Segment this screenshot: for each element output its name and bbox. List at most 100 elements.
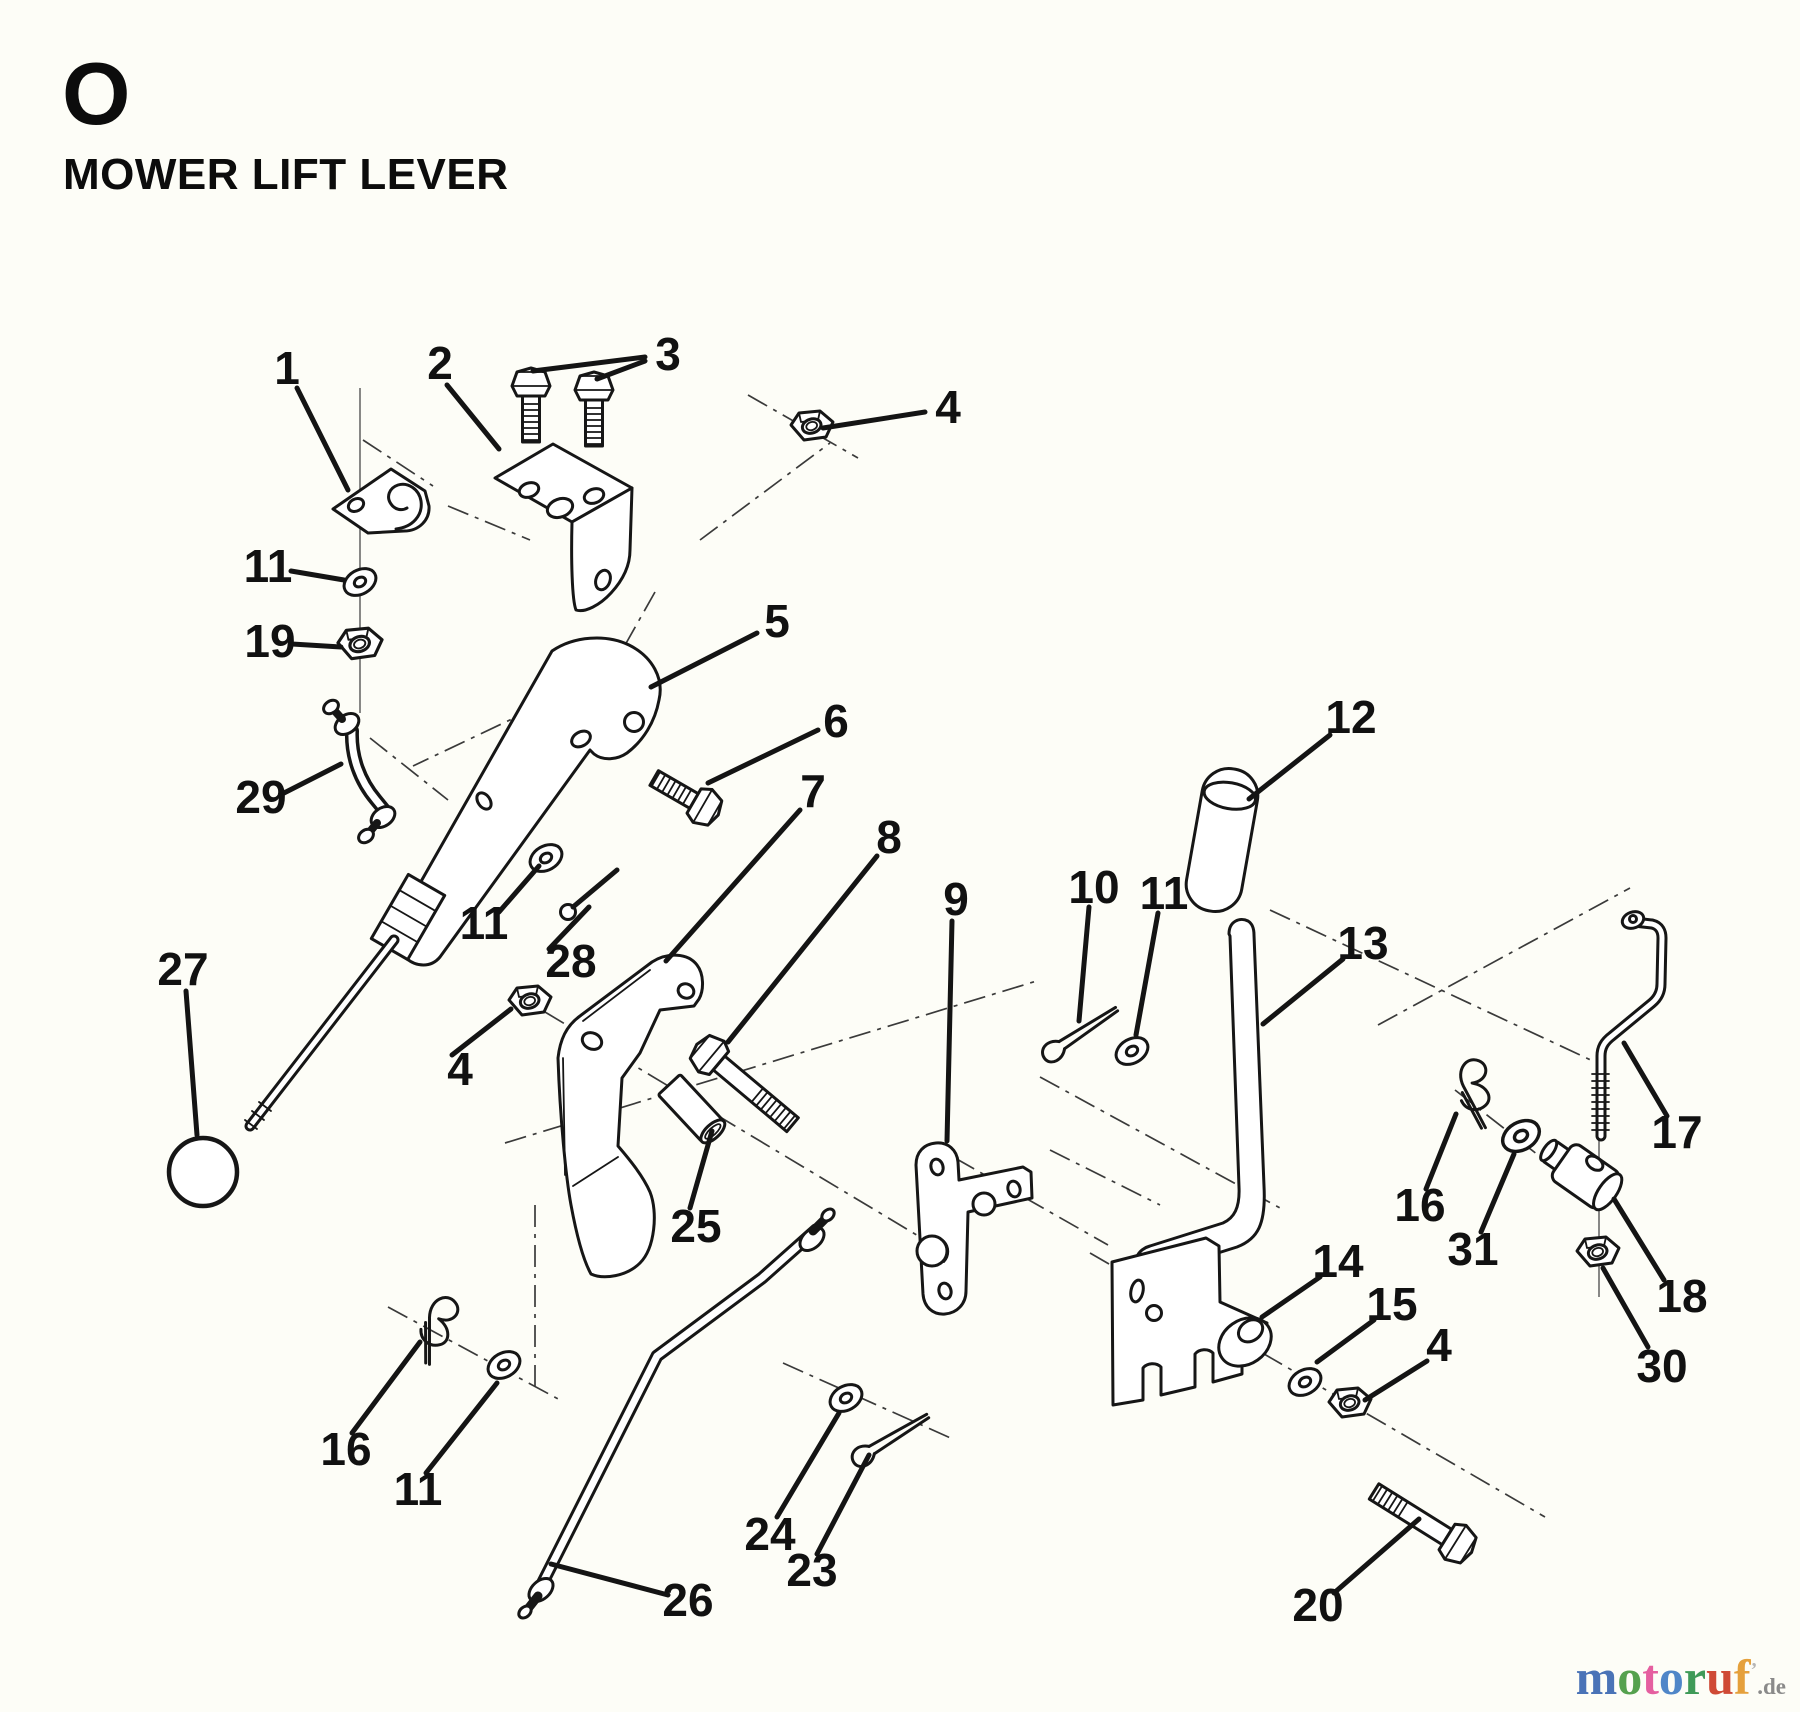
leader-line-20: [1331, 1516, 1422, 1596]
leader-line-12: [1246, 732, 1333, 802]
part-5-lift-lever: [244, 636, 662, 1132]
leader-line-11: [1133, 910, 1161, 1038]
watermark-text: motoruf: [1576, 1649, 1751, 1705]
leader-line-9: [944, 918, 955, 1144]
callout-4: 4: [935, 381, 961, 433]
callout-5: 5: [764, 595, 790, 647]
leader-line-23: [814, 1452, 872, 1557]
leader-line-11: [288, 568, 347, 583]
callout-15: 15: [1366, 1278, 1417, 1330]
callout-29: 29: [235, 771, 286, 823]
leader-line-7: [663, 807, 803, 964]
leader-line-19: [289, 641, 344, 650]
part-27-knob: [166, 1135, 240, 1209]
leader-line-3: [530, 354, 648, 374]
callout-11: 11: [460, 897, 509, 949]
callout-10: 10: [1068, 861, 1119, 913]
leader-line-30: [1600, 1265, 1651, 1350]
part-6-hex-bolt: [643, 760, 730, 833]
callout-19: 19: [244, 615, 295, 667]
callout-12: 12: [1325, 691, 1376, 743]
watermark-letter: u: [1706, 1649, 1734, 1705]
callout-31: 31: [1447, 1223, 1498, 1275]
leader-line-15: [1314, 1317, 1377, 1365]
callout-25: 25: [670, 1200, 721, 1252]
watermark-suffix: .de: [1757, 1674, 1786, 1699]
callout-11: 11: [1140, 867, 1189, 919]
leader-line-14: [1259, 1274, 1323, 1320]
leader-line-8: [725, 853, 880, 1045]
part-18-trunnion: [1539, 1138, 1624, 1212]
leader-line-4: [820, 409, 928, 431]
watermark-logo: motoruf’.de: [1576, 1652, 1786, 1702]
callout-23: 23: [786, 1544, 837, 1596]
part-26-lift-rod: [517, 1207, 836, 1620]
callout-6: 6: [823, 695, 849, 747]
part-17-lift-link-rod: [1591, 910, 1668, 1142]
part-16-hairpin-clip-left: [409, 1291, 463, 1369]
leader-line-10: [1076, 904, 1092, 1024]
part-25-spacer-tube: [657, 1073, 727, 1145]
leader-line-3: [594, 358, 648, 382]
part-14-flange-bushing: [1217, 1316, 1273, 1368]
callout-30: 30: [1636, 1340, 1687, 1392]
part-4-hex-nut-mid: [507, 984, 553, 1017]
watermark-letter: o: [1617, 1649, 1643, 1705]
leader-line-11: [496, 863, 542, 915]
callout-2: 2: [427, 337, 453, 389]
callout-13: 13: [1337, 917, 1388, 969]
callout-4: 4: [447, 1043, 473, 1095]
callout-26: 26: [662, 1574, 713, 1626]
callout-20: 20: [1292, 1579, 1343, 1631]
part-23-cotter-pin: [846, 1408, 936, 1472]
part-16-hairpin-clip-right: [1454, 1056, 1496, 1132]
part-12-handle-grip: [1184, 767, 1260, 913]
callout-11: 11: [394, 1463, 443, 1515]
callout-4: 4: [1426, 1319, 1452, 1371]
callout-16: 16: [320, 1423, 371, 1475]
callout-24: 24: [744, 1508, 796, 1560]
part-7-lift-bracket: [556, 953, 704, 1279]
watermark-letter: m: [1575, 1649, 1618, 1705]
leader-line-11: [423, 1380, 500, 1476]
leader-line-2: [444, 382, 502, 452]
leader-line-29: [281, 761, 344, 796]
part-28-pin: [559, 867, 620, 921]
callout-28: 28: [545, 935, 596, 987]
callout-3: 3: [655, 328, 681, 380]
part-19-hex-nut: [336, 626, 384, 661]
section-letter: O: [62, 44, 131, 143]
page-title: MOWER LIFT LEVER: [63, 150, 509, 199]
callout-7: 7: [800, 765, 826, 817]
part-29-link: [322, 698, 397, 845]
part-11-washer-center: [1109, 1030, 1155, 1072]
part-1-cable-clip: [331, 467, 431, 535]
leader-line-16: [1423, 1111, 1459, 1192]
leader-line-18: [1611, 1196, 1667, 1283]
leader-line-28: [546, 904, 592, 952]
part-11-washer-bottom: [481, 1344, 527, 1386]
watermark-letter: f: [1733, 1649, 1751, 1705]
leader-line-5: [648, 630, 760, 690]
leader-line-4: [449, 1006, 514, 1058]
callout-16: 16: [1394, 1179, 1445, 1231]
callout-1: 1: [274, 342, 300, 394]
leader-line-6: [705, 727, 821, 786]
watermark-letter: r: [1683, 1649, 1707, 1705]
callout-17: 17: [1651, 1106, 1702, 1158]
leader-line-24: [774, 1410, 842, 1520]
part-2-angle-bracket: [493, 442, 634, 613]
callout-11: 11: [244, 540, 293, 592]
callout-27: 27: [157, 943, 208, 995]
leader-line-26: [548, 1561, 671, 1598]
callout-14: 14: [1312, 1235, 1364, 1287]
leader-line-16: [349, 1339, 423, 1436]
watermark-letter: o: [1658, 1649, 1684, 1705]
watermark-letter: t: [1642, 1649, 1659, 1705]
part-31-washer: [1495, 1112, 1547, 1160]
callout-9: 9: [943, 873, 969, 925]
callout-18: 18: [1656, 1270, 1707, 1322]
